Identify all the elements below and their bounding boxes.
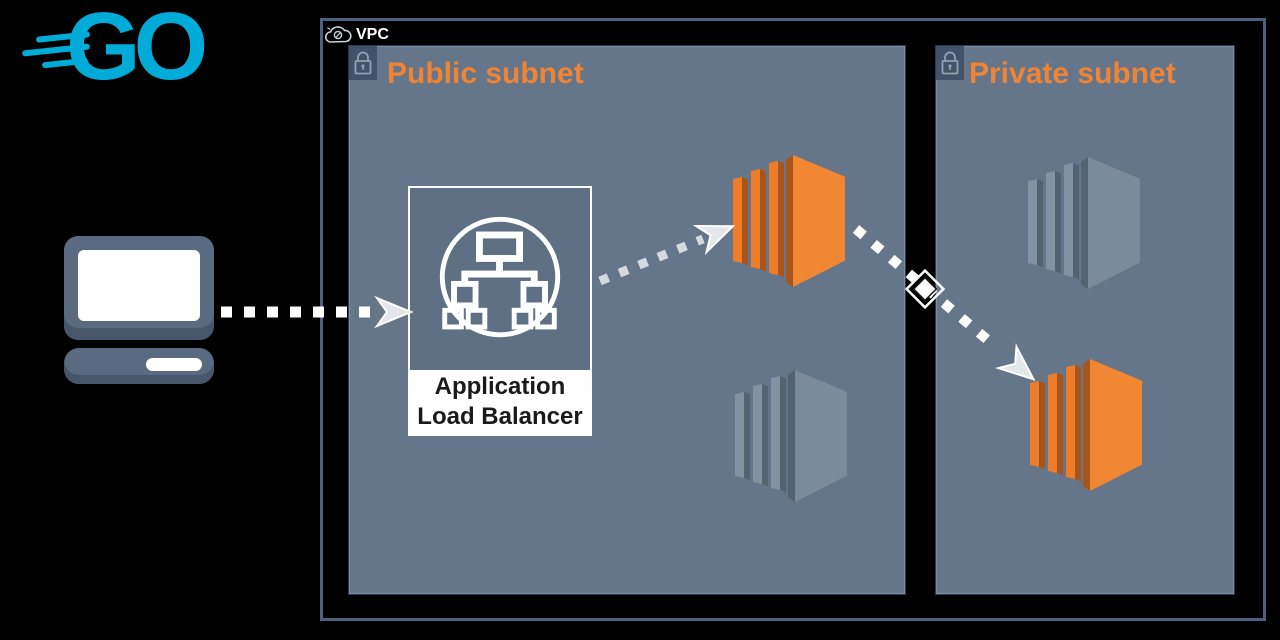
lock-icon [936,46,964,80]
lock-icon [349,46,377,80]
laptop-monitor [64,236,214,340]
private-subnet: Private subnet [935,45,1235,595]
ec2-instance-icon-public-active [733,148,845,288]
laptop-touchpad [146,358,202,371]
ec2-instance-icon-private-active [1030,352,1142,492]
laptop-screen [78,250,200,321]
alb-label: Application Load Balancer [410,370,590,434]
vpc-boundary: VPC [320,18,1266,621]
ec2-instance-icon-private-standby [1028,150,1140,290]
vpc-cloud-icon [324,26,352,43]
vpc-header: VPC [324,23,389,47]
public-subnet-title: Public subnet [387,57,584,90]
alb-node: Application Load Balancer [408,186,592,436]
go-logo: GO [14,0,229,106]
ec2-instance-icon-public-standby [735,363,847,503]
private-subnet-title: Private subnet [969,57,1176,90]
alb-label-line2: Load Balancer [417,403,583,430]
laptop-icon [64,236,214,384]
alb-icon [410,188,590,370]
alb-network-tree-icon [439,216,561,338]
vpc-label: VPC [356,26,389,43]
alb-label-line1: Application [434,373,566,400]
laptop-base [64,348,214,384]
go-logo-text: GO [66,0,208,100]
